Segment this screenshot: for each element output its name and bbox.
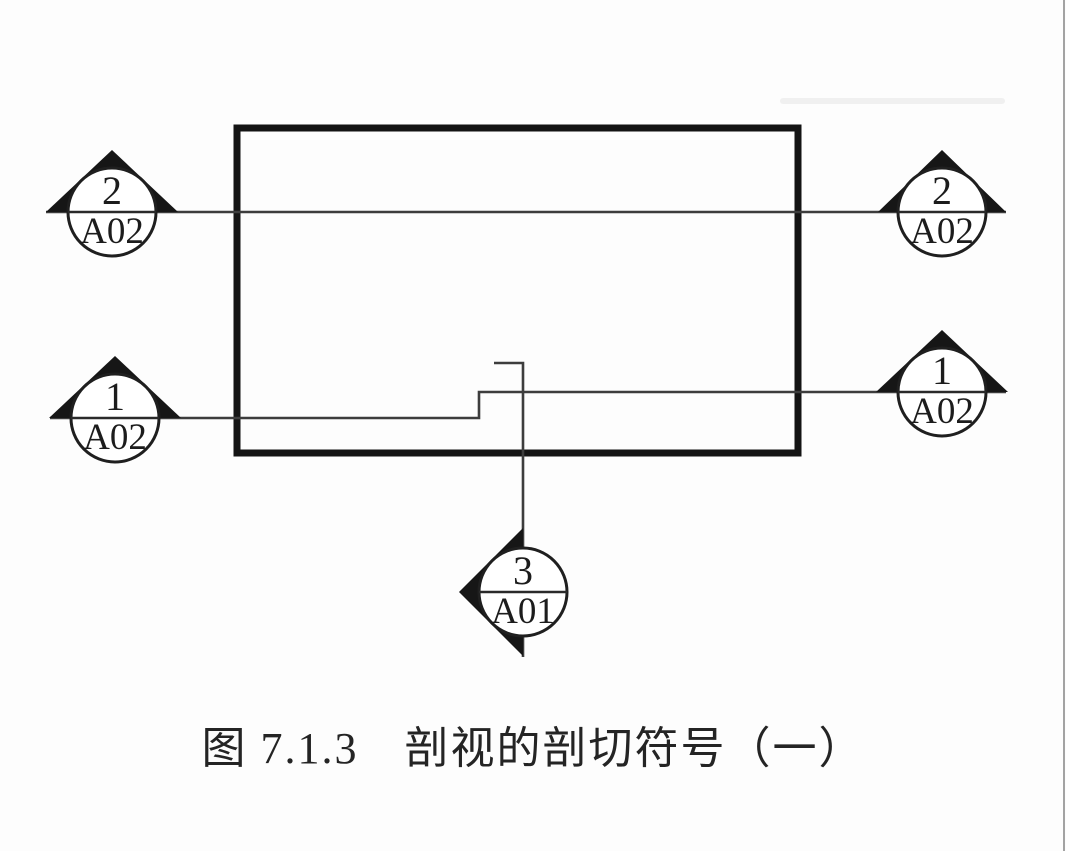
plan-outline	[233, 124, 802, 457]
section-mark-1-right: 1 A02	[876, 330, 1008, 438]
section-mark-3-bottom: 3 A01	[459, 528, 569, 656]
section-number: 3	[513, 548, 533, 593]
section-number: 1	[105, 374, 125, 419]
section-mark-2-left: 2 A02	[46, 150, 178, 258]
sheet-number: A01	[491, 591, 555, 632]
section-line-1	[50, 390, 1006, 420]
sheet-number: A02	[80, 211, 144, 252]
sheet-number: A02	[910, 211, 974, 252]
figure-caption: 图 7.1.3 剖视的剖切符号（一）	[201, 724, 865, 773]
sheet-number: A02	[910, 391, 974, 432]
section-number: 1	[932, 348, 952, 393]
scan-smudge	[780, 98, 1005, 104]
section-mark-2-right: 2 A02	[878, 150, 1006, 258]
section-number: 2	[102, 168, 122, 213]
section-number: 2	[932, 168, 952, 213]
sheet-number: A02	[83, 417, 147, 458]
section-mark-1-left: 1 A02	[49, 356, 181, 464]
